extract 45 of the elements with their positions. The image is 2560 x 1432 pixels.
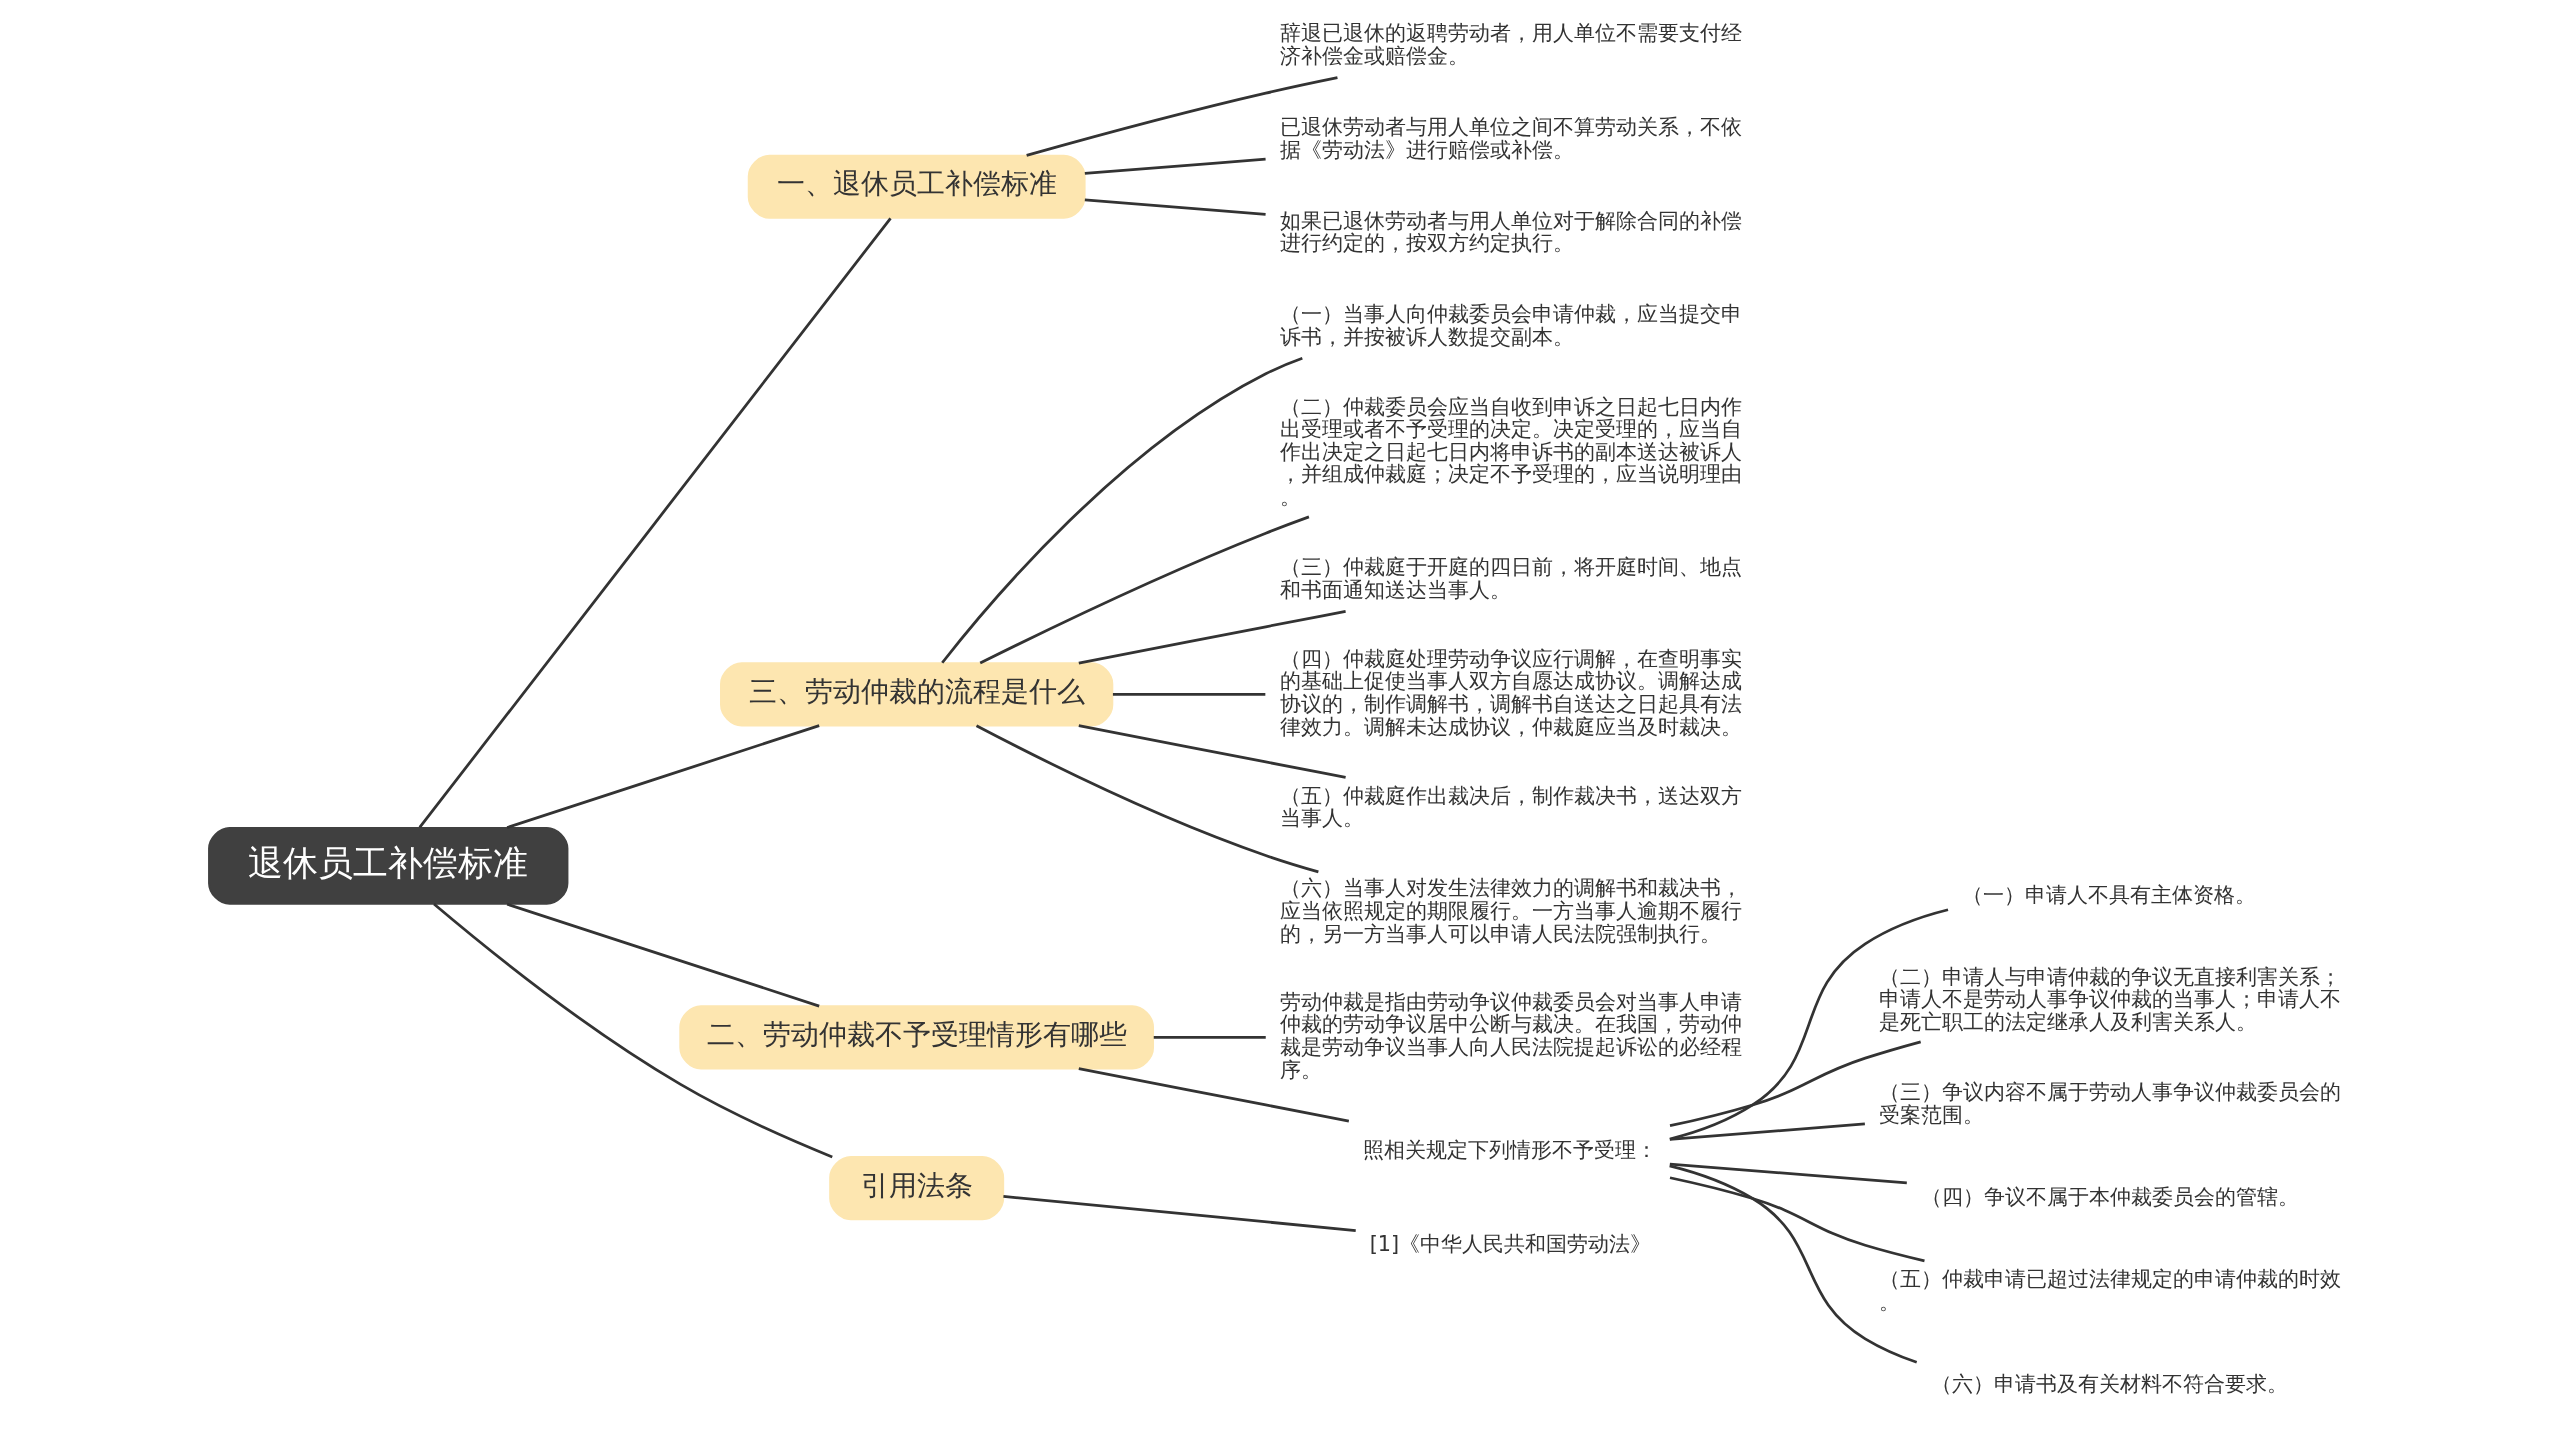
- connector: [1084, 198, 1266, 216]
- node-text: （六）申请书及有关材料不符合要求。: [1930, 1371, 2288, 1396]
- connector: [1025, 76, 1338, 157]
- node-text: （二）仲裁委员会应当自收到申诉之日起七日内作出受理或者不予受理的决定。决定受理的，应当自作出决定之日起七日内将申诉书的副本送达被诉人，并组成仲裁庭；决定不予受理的，应当说明理由。: [1279, 394, 1742, 509]
- connector: [506, 724, 820, 829]
- node-text: （三）争议内容不属于劳动人事争议仲裁委员会的受案范围。: [1878, 1080, 2341, 1127]
- node-box: 一、退休员工补偿标准: [747, 154, 1086, 219]
- connector: [1153, 1036, 1266, 1039]
- connector: [1668, 1164, 1917, 1364]
- connector: [506, 902, 820, 1008]
- connector: [1078, 1067, 1349, 1123]
- node-text: （五）仲裁庭作出裁决后，制作裁决书，送达双方当事人。: [1279, 783, 1742, 831]
- node-text: [1]《中华人民共和国劳动法》: [1369, 1231, 1651, 1256]
- connector: [1078, 609, 1346, 665]
- node-text: （四）仲裁庭处理劳动争议应行调解，在查明事实的基础上促使当事人双方自愿达成协议。调解达成协议的，制作调解书，调解书自送达之日起具有法律效力。调解未达成协议，仲裁庭应当及时裁决。: [1279, 646, 1742, 739]
- connector: [1669, 1040, 1921, 1128]
- node-box: 三、劳动仲裁的流程是什么: [719, 662, 1113, 727]
- node-text: （六）当事人对发生法律效力的调解书和裁决书，应当依照规定的期限履行。一方当事人逾期不履行的，另一方当事人可以申请人民法院强制执行。: [1279, 876, 1742, 946]
- node-box: 二、劳动仲裁不予受理情形有哪些: [678, 1005, 1154, 1070]
- connector: [1669, 1176, 1925, 1263]
- connector: [1669, 1162, 1907, 1185]
- connector: [432, 902, 833, 1159]
- connector: [1668, 908, 1948, 1141]
- connector: [1112, 692, 1265, 696]
- connector: [418, 217, 892, 829]
- connector: [1002, 1195, 1356, 1232]
- node-text: （二）申请人与申请仲裁的争议无直接利害关系；申请人不是劳动人事争议仲裁的当事人；申请人不是死亡职工的法定继承人及利害关系人。: [1878, 964, 2341, 1034]
- node-text: （一）申请人不具有主体资格。: [1961, 883, 2256, 908]
- connector: [940, 357, 1303, 664]
- connector: [1084, 157, 1266, 175]
- connector: [1669, 1122, 1865, 1141]
- node-text: （四）争议不属于本仲裁委员会的管辖。: [1920, 1184, 2299, 1209]
- node-text: 辞退已退休的返聘劳动者，用人单位不需要支付经济补偿金或赔偿金。: [1279, 21, 1742, 69]
- node-text: （一）当事人向仲裁委员会申请仲裁，应当提交申诉书，并按被诉人数提交副本。: [1279, 302, 1742, 349]
- node-text: 如果已退休劳动者与用人单位对于解除合同的补偿进行约定的，按双方约定执行。: [1279, 208, 1742, 256]
- node-text: 已退休劳动者与用人单位之间不算劳动关系，不依据《劳动法》进行赔偿或补偿。: [1279, 115, 1742, 162]
- connector: [1078, 724, 1346, 779]
- node-text: （三）仲裁庭于开庭的四日前，将开庭时间、地点和书面通知送达当事人。: [1279, 555, 1742, 602]
- connector: [975, 724, 1319, 874]
- node-box: 退休员工补偿标准: [207, 826, 568, 905]
- node-text: 劳动仲裁是指由劳动争议仲裁委员会对当事人申请仲裁的劳动争议居中公断与裁决。在我国，劳动仲裁是劳动争议当事人向人民法院提起诉讼的必经程序。: [1279, 989, 1742, 1082]
- node-box: 引用法条: [828, 1156, 1004, 1221]
- connector: [979, 515, 1309, 665]
- node-text: 照相关规定下列情形不予受理：: [1362, 1138, 1657, 1163]
- node-text: （五）仲裁申请已超过法律规定的申请仲裁的时效。: [1878, 1267, 2341, 1314]
